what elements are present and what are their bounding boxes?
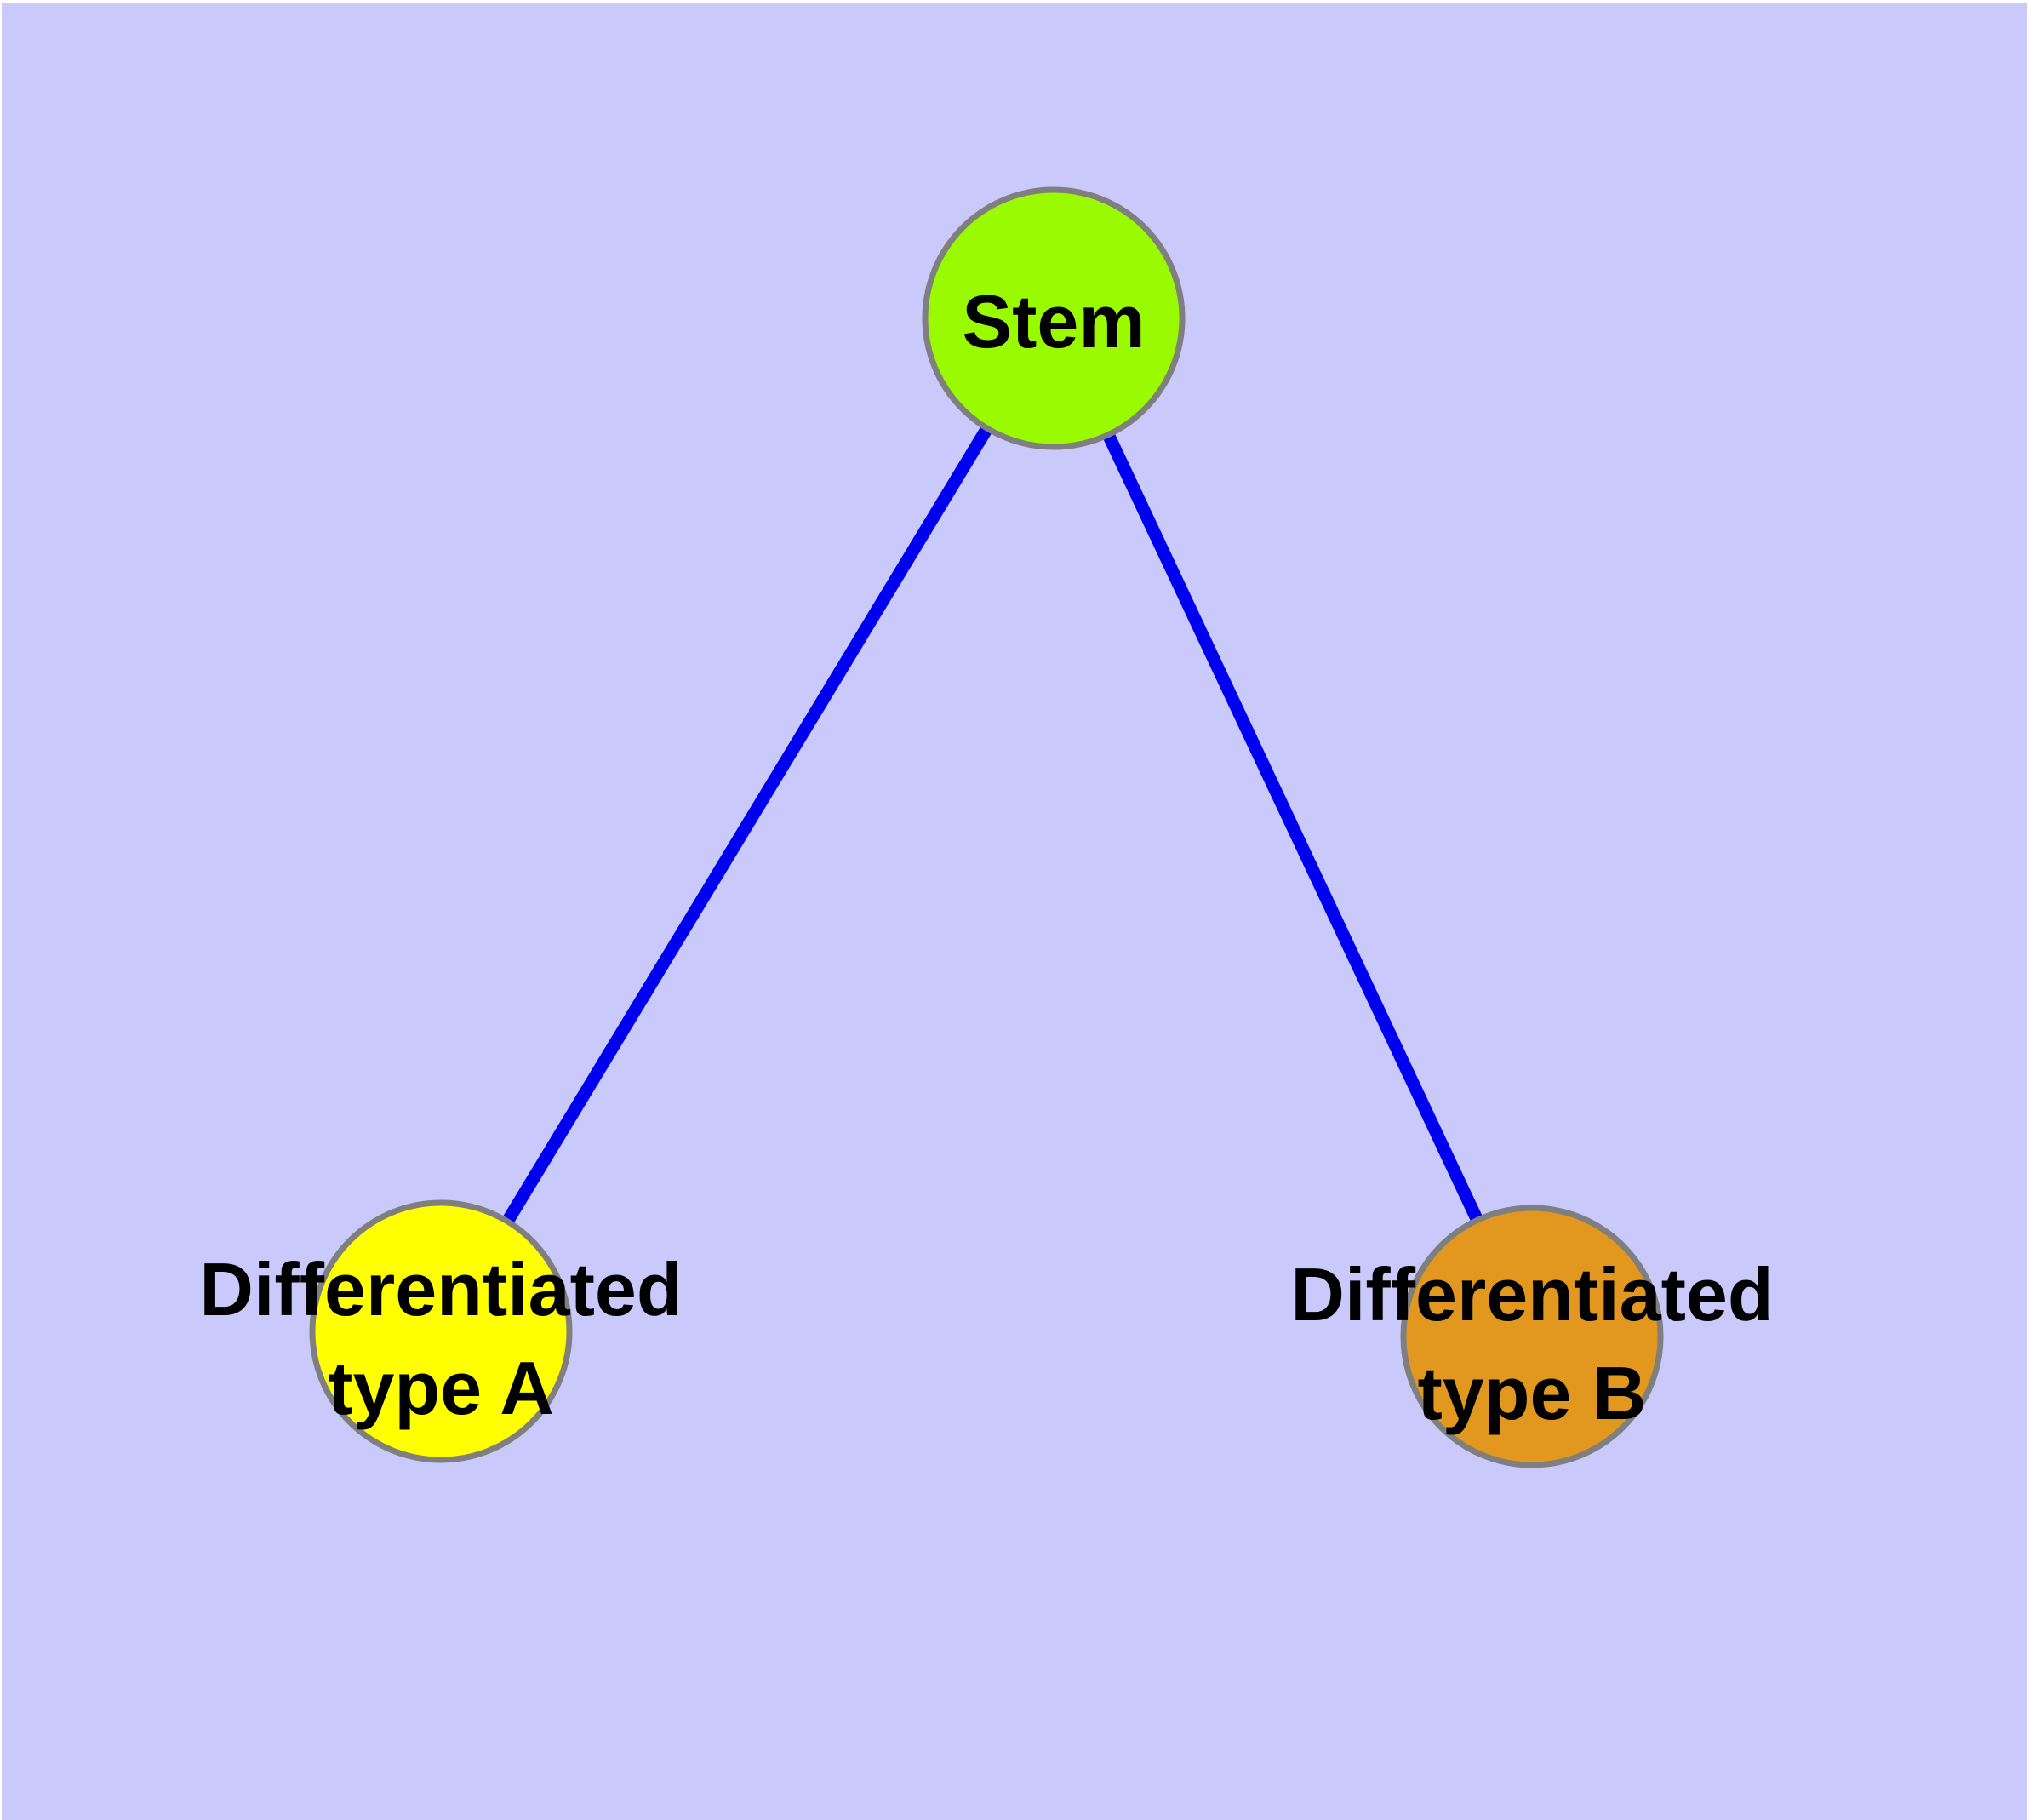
node-type-b-circle bbox=[1400, 1205, 1664, 1468]
node-stem-circle bbox=[922, 186, 1186, 450]
node-type-a-circle bbox=[309, 1199, 573, 1463]
node-type-b-label-line1: Differentiated bbox=[1290, 1252, 1773, 1336]
edge-stem-to-type-a bbox=[435, 315, 1060, 1335]
node-type-a-label-line2: type A bbox=[328, 1346, 554, 1430]
node-type-b-label-line2: type B bbox=[1418, 1351, 1647, 1435]
node-type-a-label-line1: Differentiated bbox=[199, 1247, 682, 1331]
edge-stem-to-type-b bbox=[1048, 315, 1538, 1340]
node-stem-label: Stem bbox=[962, 279, 1145, 363]
